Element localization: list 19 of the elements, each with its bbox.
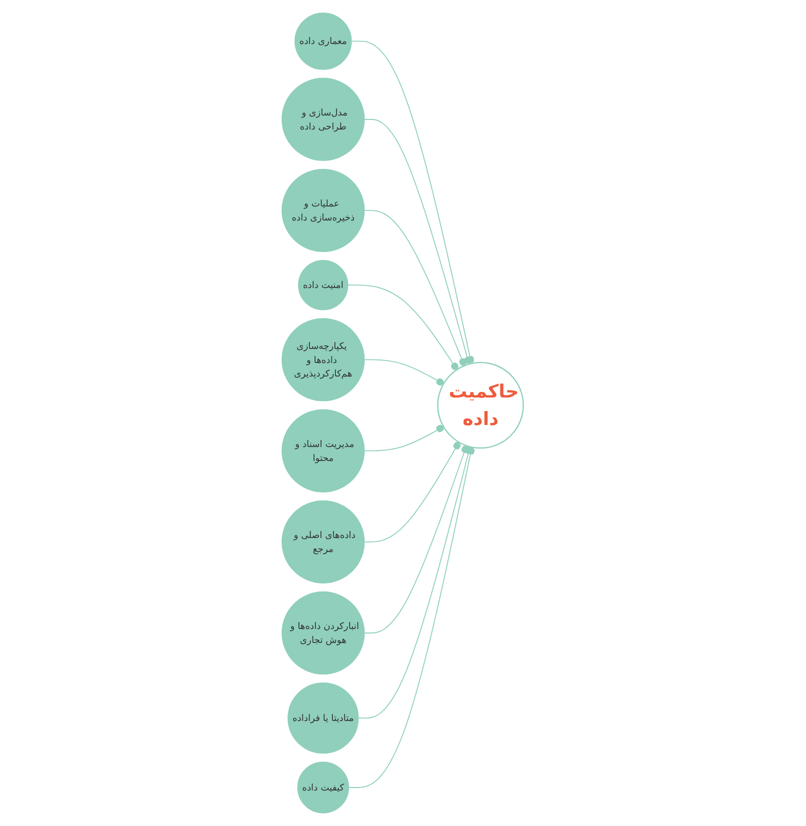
node-circle: کیفیت داده	[298, 762, 350, 814]
node-circle: عملیات و ذخیره‌سازی داده	[282, 168, 366, 252]
connector	[364, 424, 444, 452]
node-circle: متادیتا یا فراداده	[288, 682, 360, 754]
node-circle: یکپارچه‌سازی داده‌ها و هم‌کارکردپذیری	[282, 318, 366, 402]
connector	[364, 359, 444, 386]
connector	[364, 445, 470, 634]
connector	[348, 284, 459, 370]
node-circle: معماری داده	[294, 12, 352, 70]
node-circle: مدیریت اسناد و محتوا	[282, 409, 366, 492]
connector	[351, 40, 475, 364]
node-circle: مدل‌سازی و طراحی داده	[282, 78, 366, 161]
node-circle: امنیت داده	[298, 260, 349, 310]
connector	[348, 446, 476, 788]
node-circle: داده‌های اصلی و مرجع	[282, 500, 366, 584]
connector	[364, 210, 467, 366]
node-circle: انبارکردن داده‌ها و هوش تجاری	[282, 591, 366, 675]
node-circle: حاکمیت داده	[438, 362, 524, 449]
connector	[364, 442, 462, 542]
